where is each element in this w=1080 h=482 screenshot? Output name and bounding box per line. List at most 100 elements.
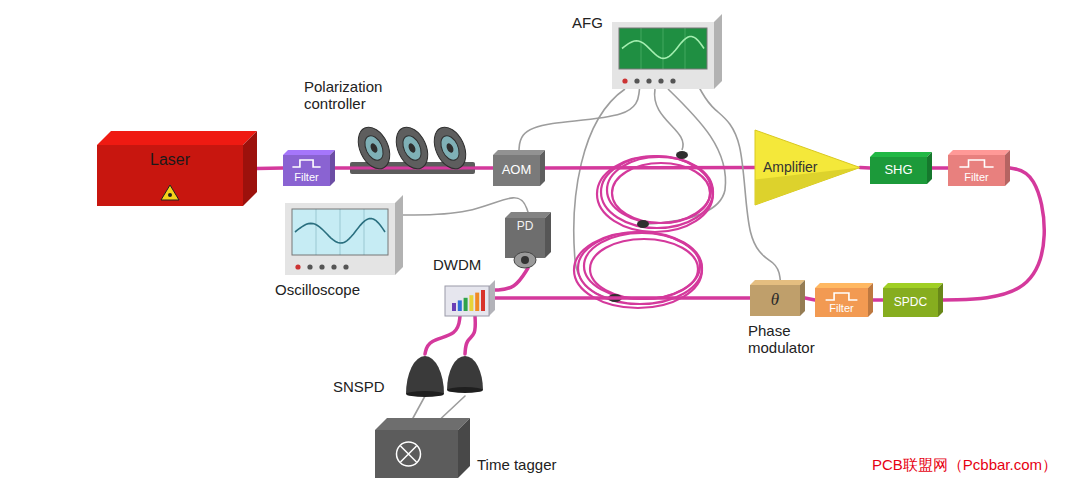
- paddle: [428, 122, 472, 174]
- optical-fiber: [932, 166, 948, 170]
- optical-fiber: [257, 166, 283, 170]
- screen-grid: [641, 28, 642, 69]
- screen-grid: [685, 28, 686, 69]
- device-case-front: [612, 22, 714, 89]
- dwdm-band: [469, 295, 473, 311]
- spdc-box: SPDC: [883, 283, 943, 317]
- box-label: SPDC: [894, 296, 927, 309]
- device-case-top: [285, 195, 403, 203]
- dwdm-outline: [445, 286, 489, 316]
- device-screen: [619, 28, 707, 69]
- filter-symbol: [826, 293, 858, 300]
- filter-box-top: [283, 150, 335, 155]
- paddle-disk: [352, 122, 396, 174]
- detector-aperture: [521, 256, 529, 264]
- device-button: [343, 264, 348, 269]
- laser-warning-dot: [168, 193, 172, 197]
- tagger-case-side: [458, 418, 470, 478]
- device-box-front: [493, 155, 540, 186]
- laser-warning-sign: [161, 185, 179, 200]
- filter-box: Filter: [283, 150, 335, 186]
- screen-grid: [340, 209, 341, 255]
- polarization-controller-shape: [350, 118, 475, 178]
- screen-grid: [316, 209, 317, 255]
- device-box-side: [800, 280, 805, 316]
- fiber-coil: [574, 156, 713, 308]
- dwdm-band: [475, 293, 479, 311]
- device-box-top: [97, 131, 257, 145]
- fiber-loop: [590, 239, 698, 299]
- filter-box-side: [868, 283, 873, 317]
- tagger-symbol: [397, 442, 421, 466]
- watermark: PCB联盟网（Pcbbar.com）: [872, 456, 1057, 473]
- fiber-loop: [612, 163, 710, 223]
- paddle: [390, 122, 434, 174]
- snspd-detector-shape: [405, 354, 485, 396]
- device-button: [634, 78, 639, 83]
- device-box-side: [927, 152, 932, 184]
- device-button: [331, 264, 336, 269]
- signal-cable: [413, 396, 465, 418]
- oscilloscope-device: Oscilloscope: [285, 195, 403, 275]
- filter-box-front: [815, 288, 868, 317]
- filter-box-side: [1005, 150, 1010, 186]
- laser-box-shape: [97, 131, 257, 206]
- filter-symbol: [292, 160, 320, 167]
- optical-fiber: [495, 296, 750, 300]
- detector-lens: [514, 252, 536, 268]
- box-label: PD: [517, 220, 534, 233]
- dwdm-box-shape: [445, 280, 495, 316]
- box-label: SHG: [884, 163, 912, 177]
- tagger-symbol: [401, 446, 417, 462]
- time-tagger-shape: [375, 418, 470, 478]
- filter-box-top: [948, 150, 1010, 155]
- device-label: Phase modulator: [748, 322, 848, 357]
- device-box-top: [870, 152, 932, 157]
- device-button: [622, 78, 627, 83]
- paddle: [352, 122, 396, 174]
- device-case-top: [612, 14, 722, 22]
- dwdm-band: [481, 290, 485, 311]
- device-box-side: [243, 131, 257, 206]
- oscilloscope-device-shape: [285, 195, 403, 275]
- tagger-case-top: [375, 418, 470, 430]
- dwdm-band: [464, 298, 468, 311]
- filter-box-side: [330, 150, 335, 186]
- device-case-side: [395, 195, 403, 275]
- fiber-couplers: [608, 151, 688, 302]
- device-box-front: [870, 157, 927, 184]
- snspd-detector: SNSPD: [405, 354, 485, 396]
- phase-modulator: θPhase modulator: [750, 280, 805, 316]
- optical-fiber: [425, 316, 475, 354]
- device-button: [658, 78, 663, 83]
- screen-grid: [364, 209, 365, 255]
- paddle-hub: [445, 142, 455, 154]
- detector-dome: [447, 356, 483, 390]
- device-label: DWDM: [433, 256, 481, 273]
- paddle-disk: [428, 122, 472, 174]
- polarization-controller: Polarization controller: [350, 118, 475, 178]
- paddle-disk: [390, 122, 434, 174]
- dwdm-box: DWDM: [445, 280, 495, 316]
- box-label: Filter: [964, 171, 988, 183]
- filter-box: Filter: [948, 150, 1010, 186]
- filter-box: Filter: [815, 283, 873, 317]
- device-label: Polarization controller: [304, 78, 416, 113]
- box-label: Filter: [294, 171, 318, 183]
- device-label: Time tagger: [477, 456, 556, 473]
- optical-fiber: [335, 166, 350, 170]
- afg-device: AFG: [612, 14, 722, 89]
- signal-cable: [403, 198, 528, 215]
- dwdm-band: [458, 300, 462, 311]
- device-case-front: [285, 203, 395, 275]
- device-button: [307, 264, 312, 269]
- afg-device-shape: [612, 14, 722, 89]
- shg-box: SHG: [870, 152, 932, 184]
- amplifier-body: [755, 130, 860, 205]
- box-label: θ: [771, 291, 779, 310]
- dwdm-case-side: [489, 280, 495, 316]
- box-label: Laser: [150, 151, 190, 169]
- tagger-case-front: [375, 430, 458, 478]
- optical-fiber: [873, 298, 883, 302]
- amplifier-triangle: Amplifier: [755, 130, 860, 205]
